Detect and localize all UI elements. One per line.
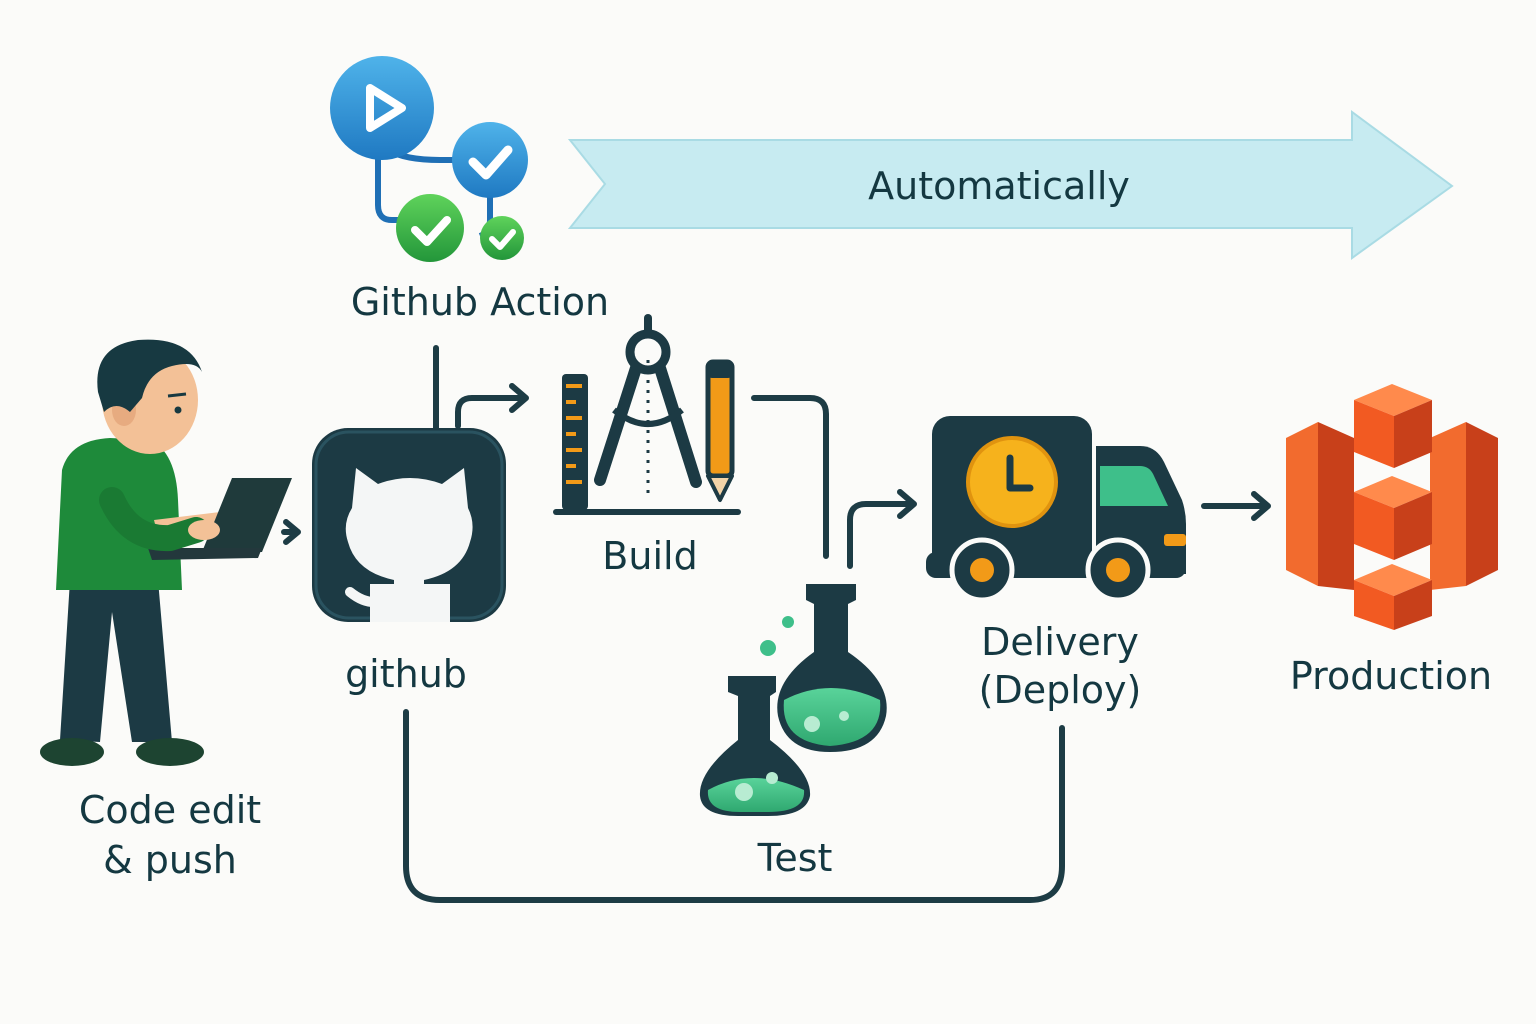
github-action-label: Github Action bbox=[350, 280, 610, 324]
github-label: github bbox=[345, 652, 467, 696]
connectors bbox=[281, 345, 1271, 903]
developer-label-line2: & push bbox=[103, 838, 237, 882]
automatically-arrow bbox=[567, 110, 1454, 260]
delivery-label-line1: Delivery bbox=[981, 620, 1139, 664]
production-label: Production bbox=[1289, 654, 1493, 698]
developer-label-line1: Code edit bbox=[78, 788, 262, 832]
github-octocat-icon bbox=[312, 428, 506, 622]
test-label: Test bbox=[757, 836, 833, 880]
build-tools-icon bbox=[553, 314, 741, 515]
delivery-truck-icon bbox=[926, 416, 1186, 603]
delivery-label-line2: (Deploy) bbox=[978, 668, 1142, 712]
automatically-label: Automatically bbox=[868, 164, 1130, 208]
build-label: Build bbox=[602, 534, 698, 578]
workflow-checks-icon bbox=[330, 56, 528, 262]
developer-laptop-icon bbox=[40, 339, 292, 766]
aws-s3-icon bbox=[1286, 384, 1498, 630]
test-flasks-icon bbox=[699, 584, 887, 816]
